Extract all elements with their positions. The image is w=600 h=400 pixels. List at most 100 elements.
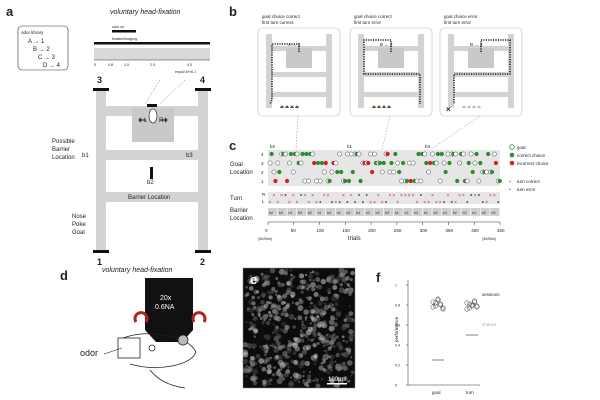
choice-mark bbox=[428, 160, 433, 166]
c-row-label-1: 1 bbox=[261, 179, 264, 184]
goal-mark bbox=[356, 151, 362, 157]
turn-label: Turn bbox=[230, 196, 242, 202]
choice-mark bbox=[424, 160, 429, 166]
cell-blob bbox=[328, 319, 335, 325]
cell-blob bbox=[267, 369, 272, 374]
cell-blob bbox=[292, 351, 297, 355]
c-tick-label: 450 bbox=[497, 228, 505, 233]
barrier-cell bbox=[277, 208, 287, 216]
cell-blob bbox=[248, 285, 254, 291]
barrier-cell-label: b1 bbox=[443, 211, 447, 215]
cell-blob bbox=[345, 287, 349, 291]
cell-blob bbox=[348, 292, 352, 296]
c-link-1 bbox=[381, 115, 391, 151]
cell-blob bbox=[284, 304, 290, 310]
cell-blob bbox=[277, 281, 281, 285]
cell-blob bbox=[278, 346, 282, 349]
choice-mark bbox=[277, 169, 282, 175]
f-tick-label: 0.6 bbox=[395, 324, 400, 328]
cell-blob bbox=[336, 341, 342, 348]
cell-blob bbox=[309, 271, 312, 274]
cell-blob bbox=[318, 365, 324, 371]
tl-tick-1: 0.8 bbox=[108, 63, 113, 67]
cell-blob bbox=[272, 331, 275, 335]
goal-mark bbox=[461, 151, 466, 157]
cell-blob bbox=[269, 267, 276, 274]
c-tick-label: 250 bbox=[394, 228, 402, 233]
cell-blob bbox=[272, 323, 276, 326]
cell-blob bbox=[335, 317, 338, 320]
cell-blob bbox=[286, 281, 290, 285]
cell-blob bbox=[314, 271, 320, 276]
cell-blob bbox=[348, 329, 354, 335]
turn-error-mark bbox=[443, 201, 445, 203]
cell-blob bbox=[323, 296, 329, 302]
goal-mark bbox=[418, 178, 424, 184]
cell-blob bbox=[292, 325, 296, 329]
f-session-point bbox=[464, 300, 470, 306]
goal-mark bbox=[395, 160, 401, 166]
cell-blob bbox=[251, 295, 256, 300]
choice-mark bbox=[335, 169, 340, 175]
magnet-left-icon bbox=[133, 311, 149, 323]
cell-blob bbox=[249, 321, 253, 325]
turn-error-mark bbox=[358, 194, 360, 196]
goal-mark bbox=[426, 169, 431, 175]
cell-blob bbox=[347, 316, 354, 323]
lr-left: L bbox=[144, 118, 148, 124]
cell-blob bbox=[245, 292, 250, 297]
choice-mark bbox=[300, 151, 305, 157]
turn-correct-mark: × bbox=[462, 193, 465, 199]
cell-blob bbox=[271, 286, 276, 291]
cell-blob bbox=[268, 295, 273, 300]
goal-mark bbox=[399, 178, 404, 184]
odor-map-c: C → 3 bbox=[38, 55, 56, 61]
cell-blob bbox=[301, 285, 306, 290]
b-rail-l-2 bbox=[448, 34, 454, 108]
cell-blob bbox=[251, 323, 257, 329]
cell-blob bbox=[302, 379, 305, 382]
cell-blob bbox=[266, 364, 272, 370]
cell-blob bbox=[320, 361, 324, 365]
cell-blob bbox=[312, 279, 315, 282]
cell-blob bbox=[297, 305, 304, 311]
cell-blob bbox=[350, 356, 353, 359]
cell-blob bbox=[311, 270, 315, 274]
turn-correct-mark: × bbox=[454, 200, 457, 206]
turn-correct-mark: × bbox=[311, 193, 314, 199]
port-3: 3 bbox=[97, 75, 102, 85]
cell-blob bbox=[329, 378, 335, 384]
c-tick-label: 0 bbox=[265, 228, 268, 233]
cell-blob bbox=[347, 368, 349, 371]
b-title-2-line2: first turn error bbox=[444, 20, 472, 25]
objective-mag: 20x bbox=[160, 295, 172, 302]
cell-blob bbox=[331, 296, 337, 302]
cell-blob bbox=[335, 335, 339, 339]
c-row-label-3: 3 bbox=[261, 161, 264, 166]
cell-blob bbox=[270, 303, 276, 309]
f-tick-label: 1 bbox=[395, 284, 397, 288]
f-tick-label: 0 bbox=[395, 384, 397, 388]
turn-error-mark bbox=[477, 194, 480, 196]
cell-blob bbox=[266, 290, 272, 295]
b-error-x: × bbox=[446, 105, 451, 114]
barrier-cell-label: b3 bbox=[279, 211, 283, 215]
choice-mark bbox=[366, 160, 371, 166]
cell-blob bbox=[245, 375, 248, 378]
cell-blob bbox=[327, 346, 332, 351]
choice-mark bbox=[358, 178, 363, 184]
cell-blob bbox=[289, 268, 293, 272]
b-rail-l-0 bbox=[266, 34, 272, 108]
scalebar-label: 100μm bbox=[328, 377, 346, 383]
b-bar-bot-1 bbox=[358, 92, 424, 97]
b-title-0-line1: goal choice correct bbox=[262, 14, 301, 19]
goal-mark bbox=[464, 178, 470, 184]
choice-mark bbox=[315, 160, 321, 166]
f-session-point bbox=[435, 296, 441, 302]
cell-blob bbox=[277, 300, 280, 303]
possible-barrier-3: Location bbox=[52, 155, 75, 161]
svg-text:×: × bbox=[509, 179, 512, 184]
objective-icon bbox=[145, 278, 193, 330]
cell-blob bbox=[335, 311, 342, 317]
